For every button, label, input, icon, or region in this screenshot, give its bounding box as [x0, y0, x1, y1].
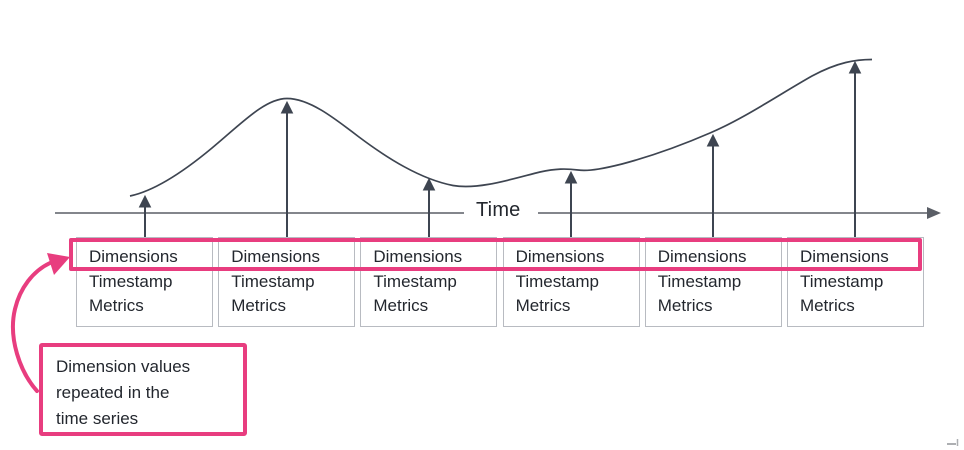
sample-arrows — [138, 60, 862, 237]
arrow-up-icon — [848, 60, 862, 74]
arrow-up-icon — [706, 133, 720, 147]
record-timestamp-label: Timestamp — [657, 271, 742, 291]
record-box-2: Dimensions Timestamp Metrics — [218, 237, 356, 327]
record-box-4: Dimensions Timestamp Metrics — [502, 237, 640, 327]
time-axis — [55, 207, 941, 219]
record-metrics-label: Metrics — [89, 296, 144, 315]
record-box-3: Dimensions Timestamp Metrics — [360, 237, 498, 327]
timeseries-curve — [129, 58, 873, 197]
sample-arrow-6 — [848, 60, 862, 237]
record-box-5: Dimensions Timestamp Metrics — [644, 237, 782, 327]
record-timestamp-label: Timestamp — [515, 271, 600, 291]
record-dimensions-label: Dimensions — [515, 247, 605, 266]
callout-arrowhead-icon — [47, 253, 70, 275]
sample-arrow-2 — [280, 100, 294, 237]
arrow-up-icon — [280, 100, 294, 114]
record-box-6: Dimensions Timestamp Metrics — [786, 237, 924, 327]
record-dimensions-label: Dimensions — [657, 247, 747, 266]
record-metrics-label: Metrics — [231, 296, 286, 315]
record-metrics-label: Metrics — [657, 296, 713, 315]
record-timestamp-label: Timestamp — [231, 271, 315, 291]
record-metrics-label: Metrics — [373, 296, 429, 315]
callout-box: Dimension values repeated in the time se… — [39, 343, 247, 436]
time-axis-label: Time — [476, 199, 521, 221]
callout-text-line: Dimension values — [56, 357, 191, 376]
record-box-1: Dimensions Timestamp Metrics — [76, 237, 213, 327]
sample-arrow-4 — [564, 170, 578, 237]
callout-arrow — [10, 253, 70, 393]
record-timestamp-label: Timestamp — [89, 271, 173, 291]
record-timestamp-label: Timestamp — [373, 271, 457, 291]
sample-arrow-5 — [706, 133, 720, 237]
record-metrics-label: Metrics — [799, 296, 855, 315]
record-dimensions-label: Dimensions — [373, 247, 463, 266]
arrow-up-icon — [138, 194, 152, 208]
arrow-up-icon — [564, 170, 578, 184]
sample-arrow-3 — [422, 177, 436, 237]
record-dimensions-label: Dimensions — [231, 247, 320, 266]
records-row: Dimensions Timestamp Metrics Dimensions … — [76, 237, 929, 327]
callout-text-line: repeated in the — [56, 383, 170, 402]
record-dimensions-label: Dimensions — [799, 247, 889, 266]
record-dimensions-label: Dimensions — [89, 247, 178, 266]
sample-arrow-1 — [138, 194, 152, 237]
record-timestamp-label: Timestamp — [799, 271, 884, 291]
arrow-up-icon — [422, 177, 436, 191]
record-metrics-label: Metrics — [515, 296, 571, 315]
edge-artifact — [947, 439, 959, 446]
time-axis-arrowhead-icon — [927, 207, 941, 219]
callout-text-line: time series — [56, 409, 139, 428]
